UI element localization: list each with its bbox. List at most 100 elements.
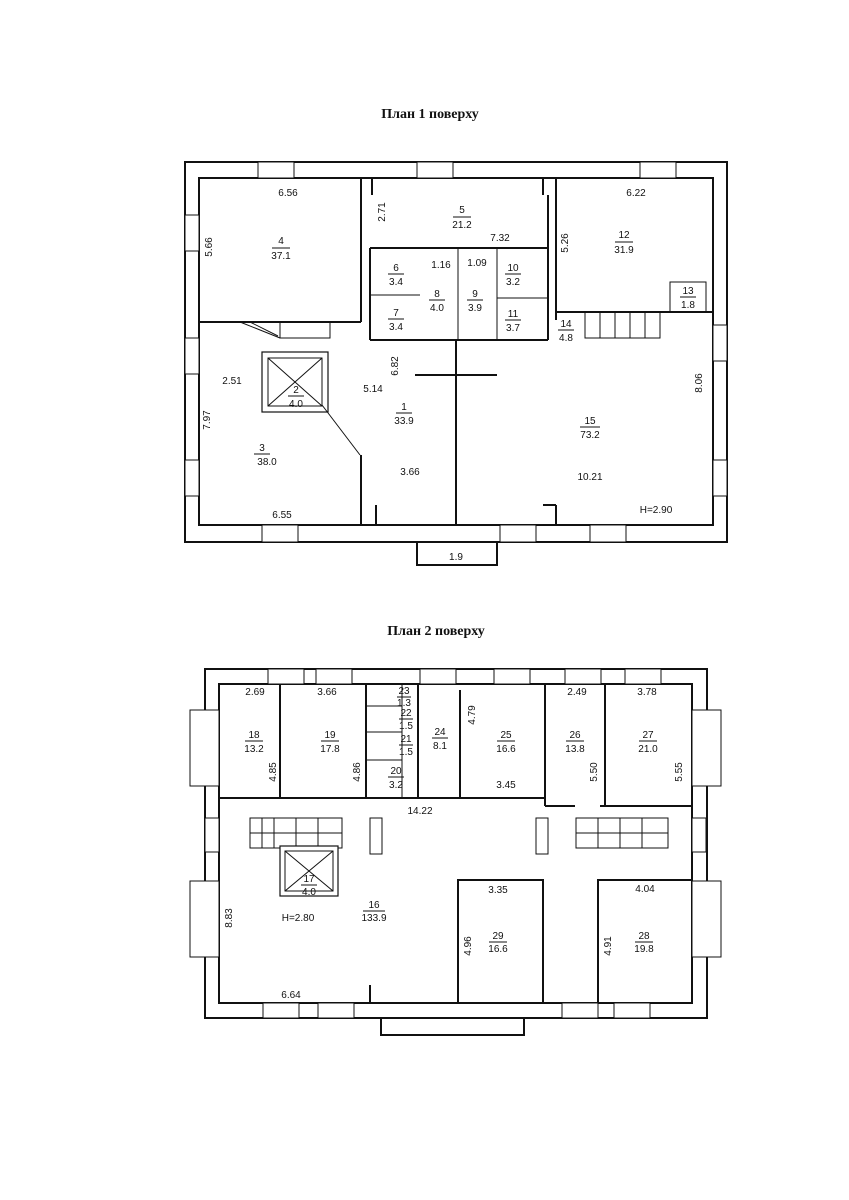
door-swing — [321, 404, 361, 456]
room-area: 4.0 — [289, 399, 303, 410]
room-area: 73.2 — [580, 430, 600, 441]
room-number: 7 — [393, 308, 399, 319]
room-area: 19.8 — [634, 944, 654, 955]
column — [535, 817, 549, 855]
window — [262, 1002, 300, 1019]
dimension: 6.82 — [390, 356, 401, 376]
room-number: 24 — [434, 727, 446, 738]
plan-1-stairs-left — [232, 321, 331, 339]
window — [712, 324, 728, 362]
room-number: 19 — [324, 730, 336, 741]
room-number: 18 — [248, 730, 260, 741]
dimension: 10.21 — [577, 472, 602, 483]
plan-2-stairs-right — [575, 817, 669, 849]
room-area: 1.5 — [399, 747, 413, 758]
room-number: 11 — [508, 309, 519, 320]
room-number: 16 — [368, 900, 380, 911]
room-area: 37.1 — [271, 251, 291, 262]
window — [499, 524, 537, 543]
room-number: 25 — [500, 730, 512, 741]
dimension: 2.49 — [567, 687, 587, 698]
dimension: 7.97 — [202, 410, 213, 430]
dimension: 2.71 — [377, 202, 388, 222]
dimension: 5.55 — [674, 762, 685, 782]
room-area: 38.0 — [257, 457, 277, 468]
room-area: 3.9 — [468, 303, 482, 314]
room-area: 3.4 — [389, 322, 403, 333]
dimension: 4.96 — [463, 936, 474, 956]
room-29-walls — [457, 879, 544, 1003]
room-area: 1.5 — [399, 721, 413, 732]
room-number: 5 — [459, 205, 465, 216]
plan-1-title: План 1 поверху — [381, 107, 479, 122]
dimension: 4.91 — [603, 936, 614, 956]
dimension: 5.26 — [560, 233, 571, 253]
room-area: 1.3 — [397, 698, 411, 709]
dimension: 6.55 — [272, 510, 292, 521]
bay-window — [691, 709, 722, 787]
dimension: 6.64 — [281, 990, 301, 1001]
dimension: 4.04 — [635, 884, 655, 895]
room-number: 10 — [507, 263, 519, 274]
plan-1-elevator — [261, 351, 329, 413]
ceiling-height: H=2.80 — [282, 913, 315, 924]
room-number: 21 — [400, 734, 412, 745]
plan-1-dimensions: 6.56 5.66 2.71 7.32 6.22 5.26 1.16 1.09 … — [202, 188, 705, 563]
plan-2-room-labels: 23 1.3 22 1.5 21 1.5 20 3.2 24 8.1 18 13… — [244, 686, 658, 955]
dimension: 4.79 — [467, 705, 478, 725]
room-28-walls — [597, 879, 692, 1003]
room-number: 8 — [434, 289, 440, 300]
room-number: 15 — [584, 416, 596, 427]
room-area: 16.6 — [496, 744, 516, 755]
plan-1-room-labels: 4 37.1 5 21.2 12 31.9 6 3.4 7 3.4 8 4.0 … — [254, 205, 696, 468]
window — [204, 817, 220, 853]
window — [564, 668, 602, 685]
room-number: 12 — [618, 230, 630, 241]
plan-1-stairs-right — [584, 312, 661, 339]
bay-window — [189, 880, 220, 958]
window — [184, 214, 200, 252]
dimension: 4.85 — [268, 762, 279, 782]
room-13-box — [669, 281, 707, 313]
bay-window — [189, 709, 220, 787]
dimension: 4.86 — [352, 762, 363, 782]
window — [416, 161, 454, 179]
plan-1-porch — [416, 542, 498, 566]
window — [261, 524, 299, 543]
room-area: 8.1 — [433, 741, 447, 752]
dimension: 6.22 — [626, 188, 646, 199]
room-area: 3.2 — [389, 780, 403, 791]
window — [493, 668, 531, 685]
window — [317, 1002, 355, 1019]
plan-2-dimensions: 2.69 3.66 4.85 4.86 4.79 3.45 2.49 3.78 … — [224, 687, 685, 1001]
room-number: 26 — [569, 730, 581, 741]
window — [712, 459, 728, 497]
dimension: 8.83 — [224, 908, 235, 928]
window — [257, 161, 295, 179]
window — [419, 668, 457, 685]
room-area: 4.0 — [302, 887, 316, 898]
dimension: 3.66 — [400, 467, 420, 478]
plan-2-title: План 2 поверху — [387, 624, 485, 639]
room-area: 3.7 — [506, 323, 520, 334]
window — [589, 524, 627, 543]
dimension: 5.14 — [363, 384, 383, 395]
room-number: 29 — [492, 931, 504, 942]
window — [561, 1002, 599, 1019]
dimension: 7.32 — [490, 233, 510, 244]
plan-2-porch — [380, 1018, 525, 1036]
room-number: 27 — [642, 730, 654, 741]
window — [613, 1002, 651, 1019]
dimension: 2.51 — [222, 376, 242, 387]
room-area: 3.2 — [506, 277, 520, 288]
room-area: 33.9 — [394, 416, 414, 427]
room-area: 13.8 — [565, 744, 585, 755]
room-area: 133.9 — [361, 913, 386, 924]
room-number: 4 — [278, 236, 284, 247]
room-number: 2 — [293, 385, 299, 396]
room-area: 1.8 — [681, 300, 695, 311]
room-number: 13 — [682, 286, 694, 297]
window — [315, 668, 353, 685]
room-number: 6 — [393, 263, 399, 274]
